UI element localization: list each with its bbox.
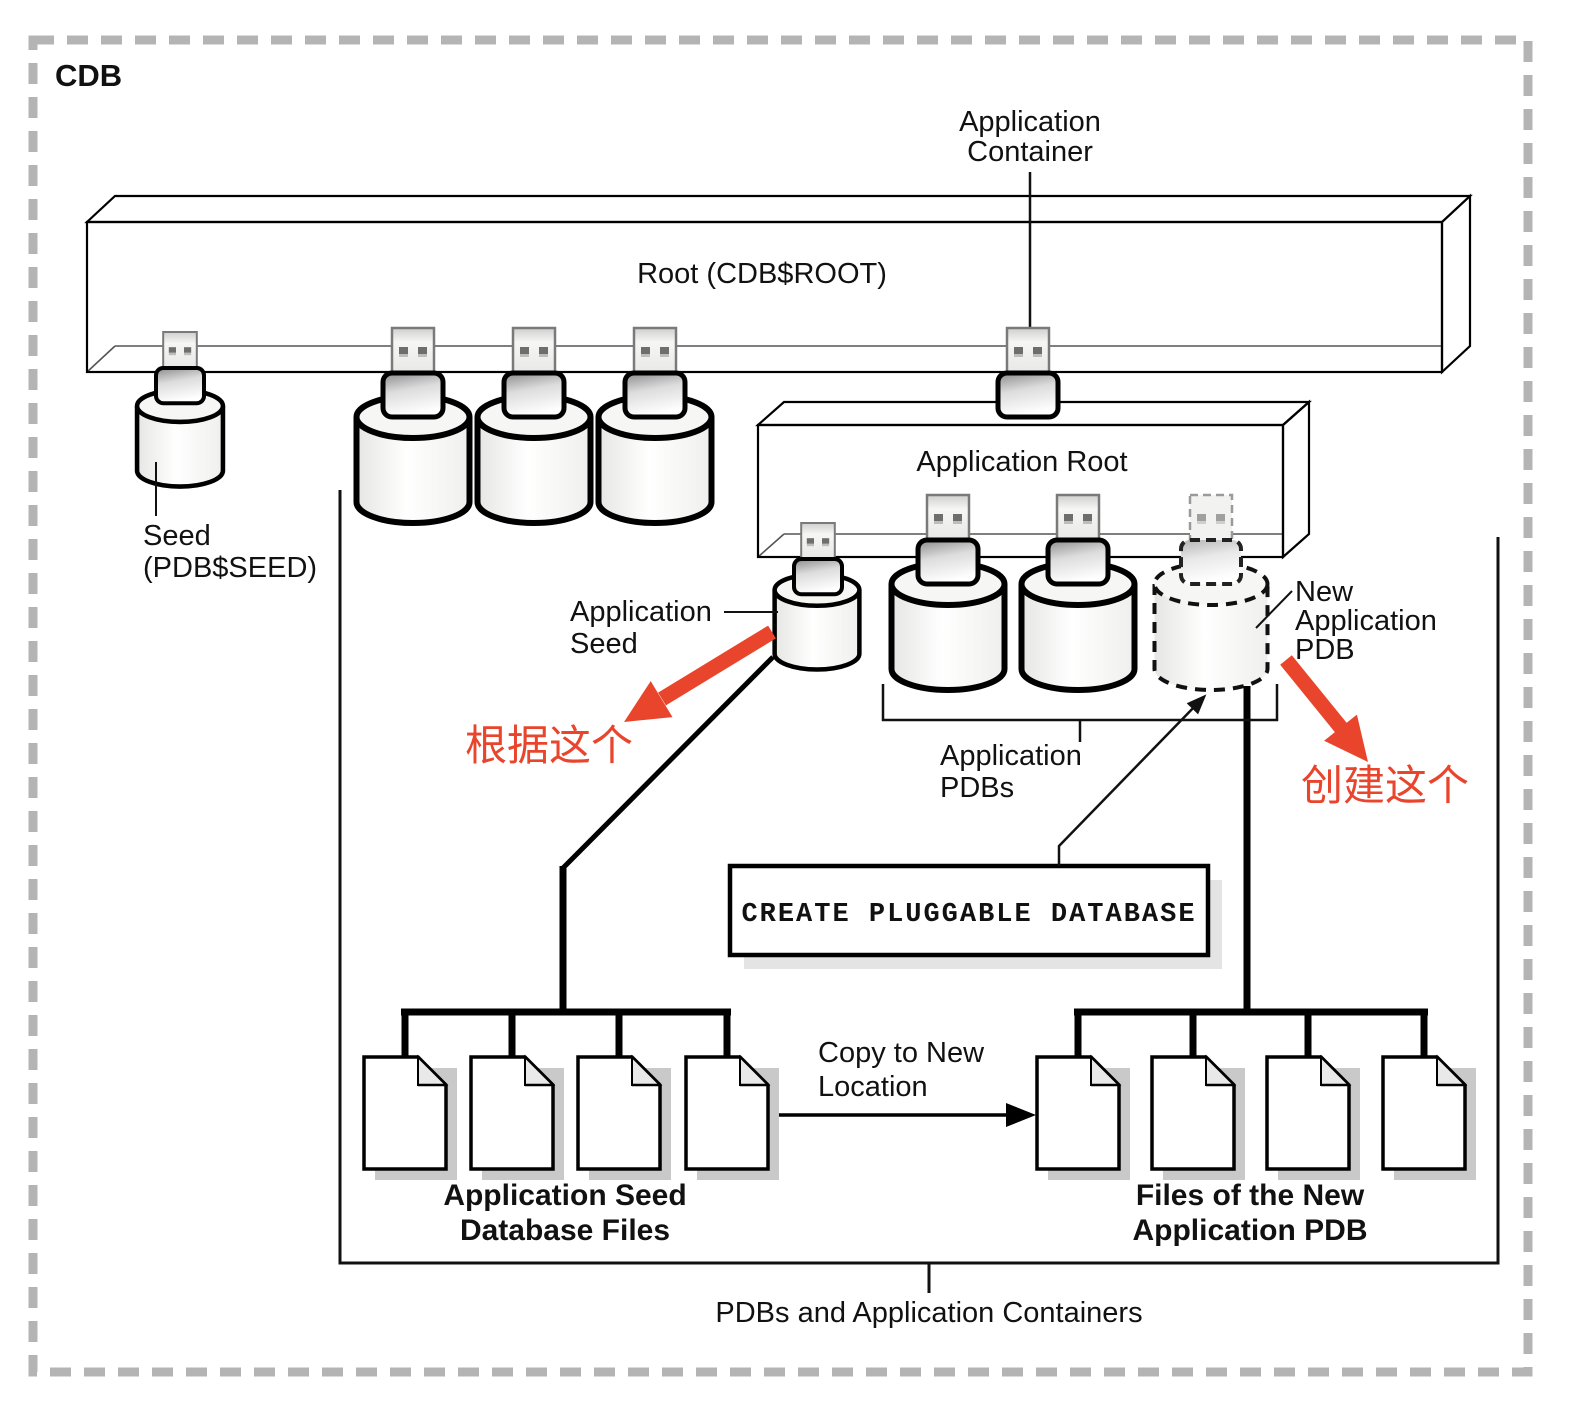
- label-line: Files of the New: [1136, 1179, 1365, 1212]
- application-seed-files-label: Application Seed Database Files: [443, 1179, 686, 1247]
- application-root-label: Application Root: [916, 446, 1127, 478]
- new-pdb-files-connector: [1074, 686, 1428, 1062]
- usb-plug-icon: [625, 328, 685, 417]
- application-pdbs-label: Application PDBs: [940, 740, 1082, 804]
- create-pluggable-database-text: CREATE PLUGGABLE DATABASE: [741, 900, 1196, 930]
- new-application-pdb-pointer-line: [1255, 590, 1293, 629]
- database-file-icon: [576, 1055, 673, 1182]
- cdb-boundary: [28, 35, 1533, 1377]
- database-file-icon: [1265, 1055, 1362, 1182]
- database-file-icon: [684, 1055, 781, 1182]
- usb-plug-icon: [1048, 495, 1108, 584]
- red-arrow-based-on: [624, 625, 776, 722]
- create-pluggable-database-box: CREATE PLUGGABLE DATABASE: [727, 863, 1222, 969]
- database-file-icon: [469, 1055, 566, 1182]
- label-line: (PDB$SEED): [143, 552, 317, 584]
- label-line: Copy to New: [818, 1037, 985, 1069]
- label-line: Seed: [570, 628, 638, 660]
- label-line: Application PDB: [1132, 1214, 1367, 1247]
- copy-to-new-location-label: Copy to New Location: [818, 1037, 985, 1103]
- application-seed-label: Application Seed: [570, 596, 712, 660]
- usb-plug-icon: [918, 495, 978, 584]
- seed-files-connector: [401, 655, 775, 1062]
- copy-arrow: [772, 1103, 1036, 1127]
- usb-plug-icon: [504, 328, 564, 417]
- root-container-box: [84, 193, 1473, 375]
- create-statement-arrow: [1057, 694, 1207, 866]
- label-line: Application: [940, 740, 1082, 772]
- annotation-create-this: 创建这个: [1301, 762, 1469, 809]
- pdbs-and-app-containers-bracket: [338, 490, 1500, 1293]
- label-line: Location: [818, 1071, 928, 1103]
- label-line: Database Files: [460, 1214, 670, 1247]
- new-pdb-files-label: Files of the New Application PDB: [1132, 1179, 1367, 1247]
- database-file-icon: [362, 1055, 459, 1182]
- red-arrow-create: [1280, 655, 1368, 762]
- cdb-label: CDB: [55, 58, 122, 93]
- usb-plug-icon: [794, 523, 842, 594]
- database-file-icon: [1381, 1055, 1478, 1182]
- database-file-icon: [1150, 1055, 1247, 1182]
- label-line: Application: [959, 106, 1101, 138]
- application-container-label: Application Container: [959, 106, 1101, 168]
- label-line: Container: [967, 136, 1093, 168]
- root-label: Root (CDB$ROOT): [637, 258, 887, 290]
- new-application-pdb-label: New Application PDB: [1295, 576, 1437, 666]
- usb-plug-icon: [998, 328, 1058, 417]
- label-line: PDBs: [940, 772, 1014, 804]
- bottom-label: PDBs and Application Containers: [715, 1297, 1142, 1329]
- database-file-icon: [1035, 1055, 1132, 1182]
- label-line: Application: [1295, 605, 1437, 637]
- label-line: Seed: [143, 520, 211, 552]
- label-line: Application Seed: [443, 1179, 686, 1212]
- usb-plug-dashed-icon: [1179, 493, 1243, 586]
- application-pdbs-bracket: [881, 684, 1279, 742]
- label-line: New: [1295, 576, 1354, 608]
- usb-plug-icon: [383, 328, 443, 417]
- label-line: Application: [570, 596, 712, 628]
- usb-plug-icon: [156, 332, 204, 403]
- label-line: PDB: [1295, 634, 1355, 666]
- seed-label: Seed (PDB$SEED): [143, 520, 317, 584]
- annotation-based-on-this: 根据这个: [465, 722, 633, 769]
